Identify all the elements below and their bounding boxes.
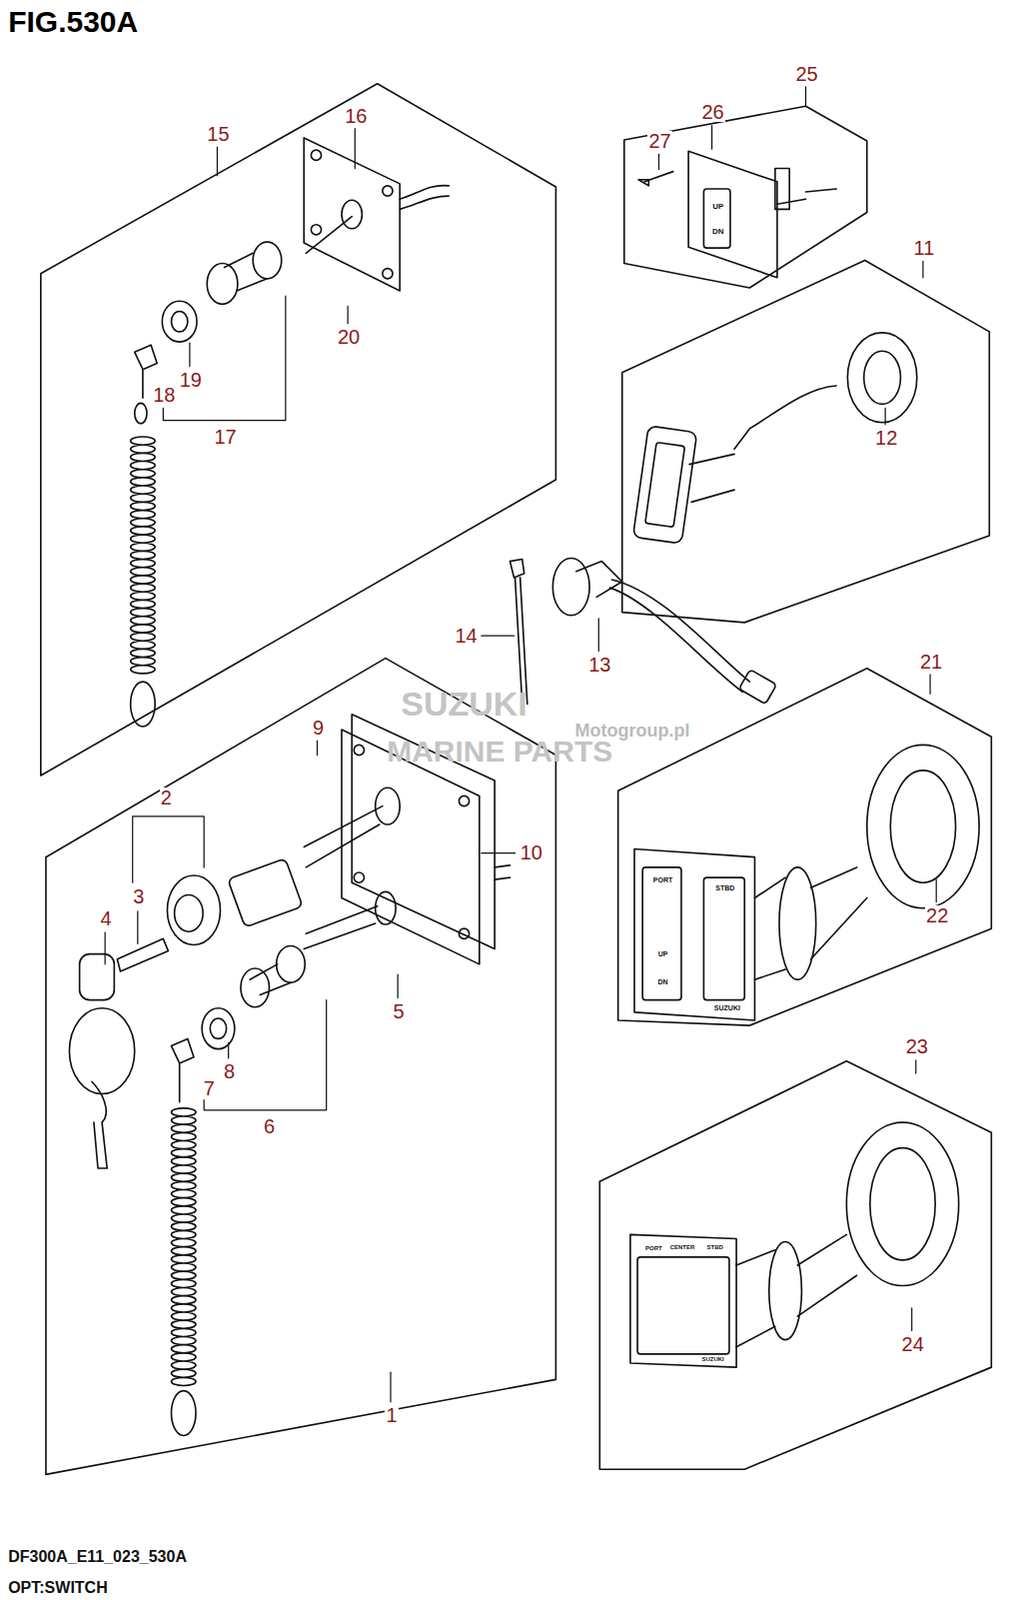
callout-number: 23 xyxy=(905,1035,930,1056)
watermark: MARINE PARTS xyxy=(386,736,613,767)
callout-number: 22 xyxy=(925,905,950,926)
callout-number: 8 xyxy=(222,1060,236,1081)
callout-number: 10 xyxy=(519,842,544,863)
watermark: Motogroup.pl xyxy=(574,721,690,740)
callout-number: 27 xyxy=(647,130,672,151)
callout-number: 9 xyxy=(311,717,325,738)
callout-number: 4 xyxy=(99,908,113,929)
cable-tie xyxy=(509,559,527,705)
panel-text: STBD xyxy=(714,884,736,892)
callout-number: 17 xyxy=(212,426,237,447)
group-outline xyxy=(622,259,991,622)
switch-panel xyxy=(630,1121,960,1367)
figure-caption: OPT:SWITCH xyxy=(7,1579,108,1596)
switch-panel xyxy=(634,744,980,1021)
panel-text: UP xyxy=(657,950,670,958)
callout-number: 11 xyxy=(913,237,937,258)
group-outline xyxy=(45,658,556,1475)
group-outline xyxy=(40,83,557,776)
key-switch-assembly xyxy=(68,714,510,1436)
callout-number: 13 xyxy=(587,654,612,675)
callout-number: 20 xyxy=(336,326,361,347)
callout-number: 15 xyxy=(205,123,230,144)
watermark: SUZUKI xyxy=(400,686,528,721)
callout-number: 2 xyxy=(159,787,173,808)
panel-text: PORT xyxy=(652,876,674,884)
drawing-code: DF300A_E11_023_530A xyxy=(7,1548,187,1565)
panel-text: STBD xyxy=(705,1243,724,1250)
panel-text: DN xyxy=(711,227,726,236)
callout-number: 12 xyxy=(874,427,899,448)
panel-text: SUZUKI xyxy=(700,1355,725,1362)
panel-text: DN xyxy=(657,978,670,986)
callout-number: 14 xyxy=(453,625,478,646)
trim-switch xyxy=(638,150,837,278)
connector xyxy=(552,558,777,705)
callout-number: 7 xyxy=(202,1077,216,1098)
callout-number: 21 xyxy=(919,651,944,672)
switch-panel xyxy=(633,332,918,544)
callout-number: 3 xyxy=(131,886,145,907)
callout-number: 24 xyxy=(901,1333,926,1354)
callout-number: 26 xyxy=(700,101,725,122)
panel-text: UP xyxy=(711,202,725,211)
callout-number: 25 xyxy=(794,63,819,84)
callout-number: 18 xyxy=(151,384,176,405)
callout-number: 1 xyxy=(384,1404,398,1425)
panel-text: CENTER xyxy=(669,1243,697,1250)
callout-number: 6 xyxy=(262,1115,276,1136)
callout-number: 16 xyxy=(343,105,368,126)
callout-number: 19 xyxy=(178,369,203,390)
stop-switch xyxy=(130,137,450,727)
leader-lines xyxy=(104,86,937,1402)
panel-text: PORT xyxy=(644,1244,664,1251)
group-outline xyxy=(624,105,868,288)
panel-text: SUZUKI xyxy=(713,1004,742,1012)
figure-title: FIG.530A xyxy=(7,6,138,37)
callout-number: 5 xyxy=(392,1001,406,1022)
group-outline xyxy=(599,1060,992,1469)
